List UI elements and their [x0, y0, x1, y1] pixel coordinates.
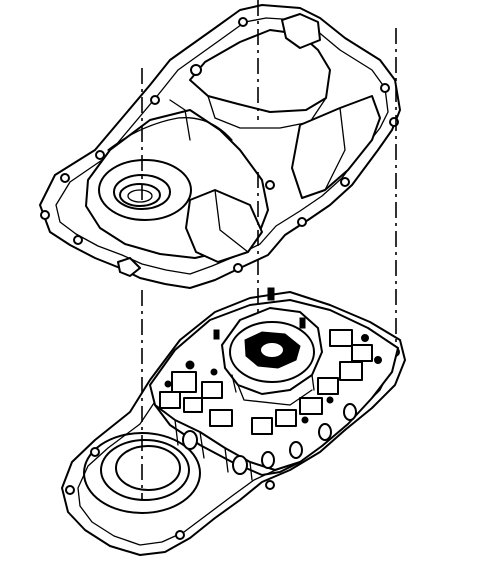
bolt-hole [175, 530, 185, 540]
bolt-hole [65, 485, 75, 495]
cover-bowl-ring-mid [113, 174, 171, 210]
bolt-hole [40, 210, 50, 220]
bolt-hole [238, 17, 248, 27]
valve-bowl-outer [83, 432, 201, 514]
cover-dome-edge [207, 95, 327, 129]
spool-end [232, 455, 248, 475]
bolt-hole [233, 263, 243, 273]
spool-end [182, 430, 198, 450]
spool-port [209, 409, 233, 427]
bolt-hole [340, 177, 350, 187]
valve-pins [213, 287, 306, 340]
cover-rib [107, 117, 233, 151]
cover-tab [117, 257, 141, 277]
bolt-hole [380, 83, 390, 93]
spool-plug [361, 334, 369, 342]
cover-right-wall [291, 95, 381, 199]
valve-front-spools [182, 403, 357, 475]
pin [213, 329, 220, 340]
spool-plug [326, 396, 334, 404]
cover-bowl-port-inner [127, 189, 153, 203]
spool-plug [301, 416, 309, 424]
spool-end [289, 441, 303, 459]
spool-end [343, 403, 357, 421]
cover-bowl-port [119, 183, 161, 207]
spool-end [261, 451, 275, 469]
pin [267, 287, 275, 301]
bolt-hole [265, 480, 275, 490]
spool-end [318, 423, 332, 441]
valve-bowl-mid [100, 439, 190, 501]
bolt-hole [150, 95, 160, 105]
spool-port [251, 417, 273, 435]
cover-pan [39, 4, 401, 289]
spool-port [275, 409, 297, 427]
cover-pocket-crease [214, 189, 249, 253]
spool-port [183, 397, 203, 413]
alignment-centerlines [141, 0, 397, 500]
spool-port [201, 381, 223, 399]
valve-spool-cluster-right [251, 329, 382, 435]
bolt-hole [297, 217, 307, 227]
spool-port [317, 377, 339, 395]
bolt-hole [190, 64, 202, 76]
cover-dome [189, 29, 331, 113]
valve-round-top [229, 321, 315, 383]
cover-bowl-ring-outer [98, 159, 192, 221]
spool-port [159, 391, 181, 409]
spool-port [329, 329, 353, 347]
cover-right-wall-crease [324, 107, 346, 191]
spool-port [299, 397, 323, 415]
valve-body [61, 287, 406, 556]
spool-plug [374, 356, 382, 364]
pin [299, 317, 306, 329]
valve-block-ribs [174, 419, 253, 481]
valve-bowl-inner [115, 445, 181, 491]
bolt-hole [95, 150, 105, 160]
spool-plug [164, 380, 172, 388]
bolt-hole [265, 180, 275, 190]
spool-port [171, 371, 197, 393]
cover-rib-2 [169, 99, 191, 141]
valve-spool-cluster-left [159, 360, 233, 427]
spool-plug [210, 368, 218, 376]
valve-block-front-edge [154, 404, 301, 476]
cover-top-notch [281, 13, 321, 49]
valve-round-hub [259, 341, 285, 359]
bolt-hole [60, 173, 70, 183]
spool-port [351, 344, 373, 362]
bolt-hole [90, 447, 100, 457]
bolt-hole [73, 235, 83, 245]
spool-port [339, 361, 363, 381]
spool-plug [185, 360, 195, 370]
